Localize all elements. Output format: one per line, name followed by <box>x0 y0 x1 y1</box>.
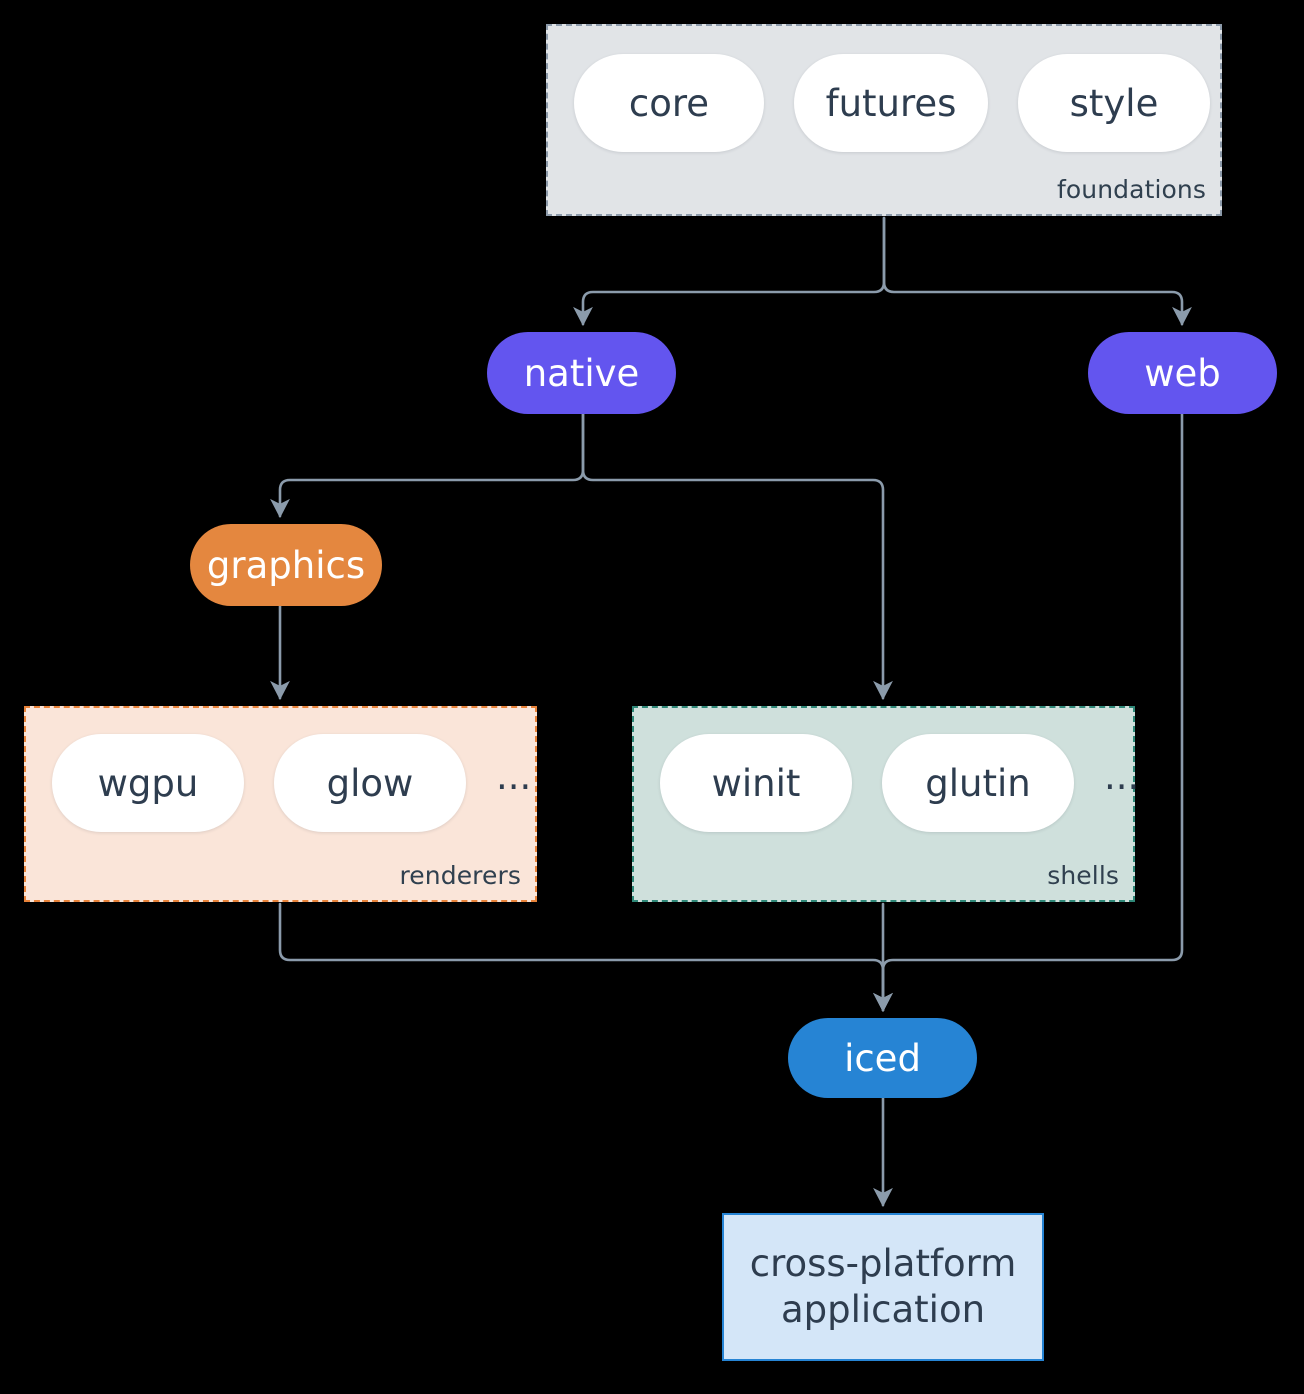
cluster-shells: winit glutin ... shells <box>632 706 1139 902</box>
node-wgpu[interactable]: wgpu <box>52 734 244 832</box>
node-web[interactable]: web <box>1088 332 1277 414</box>
node-futures[interactable]: futures <box>794 54 988 152</box>
cluster-foundations: core futures style foundations <box>546 24 1222 216</box>
edge-foundations-native <box>573 216 886 326</box>
node-winit[interactable]: winit <box>660 734 852 832</box>
renderers-ellipsis: ... <box>496 754 532 798</box>
edge-renderers-iced <box>278 902 893 1012</box>
node-style[interactable]: style <box>1018 54 1210 152</box>
node-native[interactable]: native <box>487 332 676 414</box>
node-core[interactable]: core <box>574 54 764 152</box>
cluster-foundations-label: foundations <box>1057 175 1206 204</box>
node-glutin[interactable]: glutin <box>882 734 1074 832</box>
node-graphics[interactable]: graphics <box>190 524 382 606</box>
edge-foundations-web <box>882 216 1192 326</box>
node-glow[interactable]: glow <box>274 734 466 832</box>
node-cross-platform-application[interactable]: cross-platform application <box>722 1213 1044 1361</box>
application-label-line2: application <box>780 1288 986 1331</box>
cluster-renderers: wgpu glow ... renderers <box>24 706 537 902</box>
cluster-renderers-label: renderers <box>399 861 521 890</box>
foundations-node-row: core futures style <box>574 54 1210 152</box>
shells-node-row: winit glutin ... <box>660 734 1139 832</box>
shells-ellipsis: ... <box>1104 754 1140 798</box>
application-label-line1: cross-platform <box>749 1241 1017 1285</box>
renderers-node-row: wgpu glow ... <box>52 734 531 832</box>
edge-native-graphics <box>270 412 585 518</box>
node-iced[interactable]: iced <box>788 1018 977 1098</box>
cluster-shells-label: shells <box>1047 861 1119 890</box>
edge-native-shells <box>581 412 893 700</box>
